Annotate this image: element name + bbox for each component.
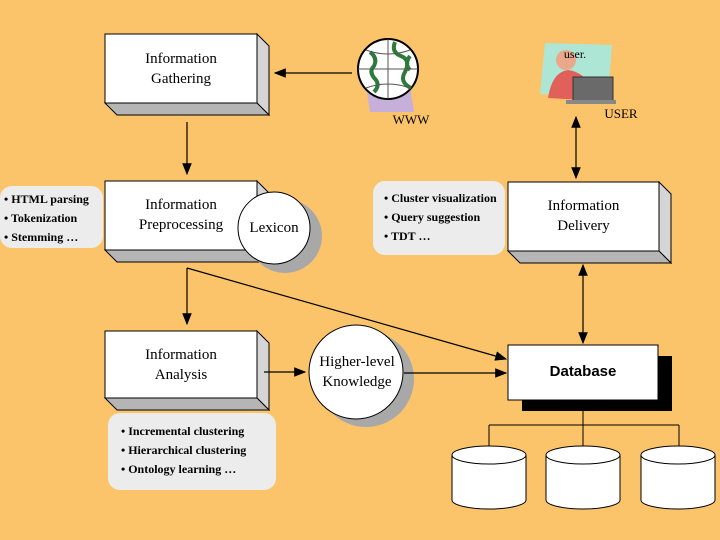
analysis-notes: Incremental clustering Hierarchical clus… [108, 413, 276, 490]
database-label: Database [549, 363, 617, 380]
gathering-label: Information Gathering [105, 49, 257, 89]
database-box [507, 344, 672, 411]
lexicon-label: Lexicon [249, 220, 299, 236]
knowledge-label: Higher-level Knowledge [306, 352, 408, 392]
analysis-label-line-1: Information [145, 347, 217, 363]
database-tree [488, 411, 680, 449]
note-item: TDT … [384, 227, 497, 246]
note-item: Tokenization [4, 209, 95, 228]
delivery-label: Information Delivery [508, 196, 659, 236]
knowledge-circle [308, 324, 414, 427]
analysis-label: Information Analysis [105, 345, 257, 385]
gathering-label-line-2: Gathering [151, 71, 211, 87]
delivery-notes: Cluster visualization Query suggestion T… [373, 181, 505, 255]
arrow-preprocessing-to-database [186, 267, 508, 361]
analysis-label-line-2: Analysis [154, 367, 208, 383]
note-item: Hierarchical clustering [121, 441, 268, 460]
note-item: Incremental clustering [121, 422, 268, 441]
information-analysis-box [103, 329, 271, 412]
preprocessing-label-line-1: Information [145, 197, 217, 213]
globe-icon [357, 38, 419, 112]
note-item: Ontology learning … [121, 460, 268, 479]
gathering-label-line-1: Information [145, 51, 217, 67]
delivery-label-line-1: Information [547, 198, 620, 214]
note-item: Query suggestion [384, 208, 497, 227]
note-item: Cluster visualization [384, 189, 497, 208]
preprocessing-label: Information Preprocessing [105, 195, 257, 235]
information-delivery-box [506, 180, 673, 265]
knowledge-label-line-2: Knowledge [322, 374, 392, 390]
database-cylinder [545, 445, 621, 510]
preprocessing-notes: HTML parsing Tokenization Stemming … [0, 186, 103, 248]
note-item: HTML parsing [4, 190, 95, 209]
information-gathering-box [103, 32, 271, 117]
user-caption: user. [563, 47, 587, 61]
note-item: Stemming … [4, 228, 95, 247]
knowledge-label-line-1: Higher-level [319, 354, 395, 370]
delivery-label-line-2: Delivery [557, 218, 610, 234]
person-at-computer-icon [540, 43, 616, 104]
preprocessing-label-line-2: Preprocessing [138, 217, 224, 233]
database-cylinder [640, 445, 716, 510]
lexicon-circle [237, 191, 322, 273]
www-label: WWW [392, 112, 430, 127]
database-cylinder [451, 445, 527, 510]
user-label: USER [604, 106, 638, 121]
